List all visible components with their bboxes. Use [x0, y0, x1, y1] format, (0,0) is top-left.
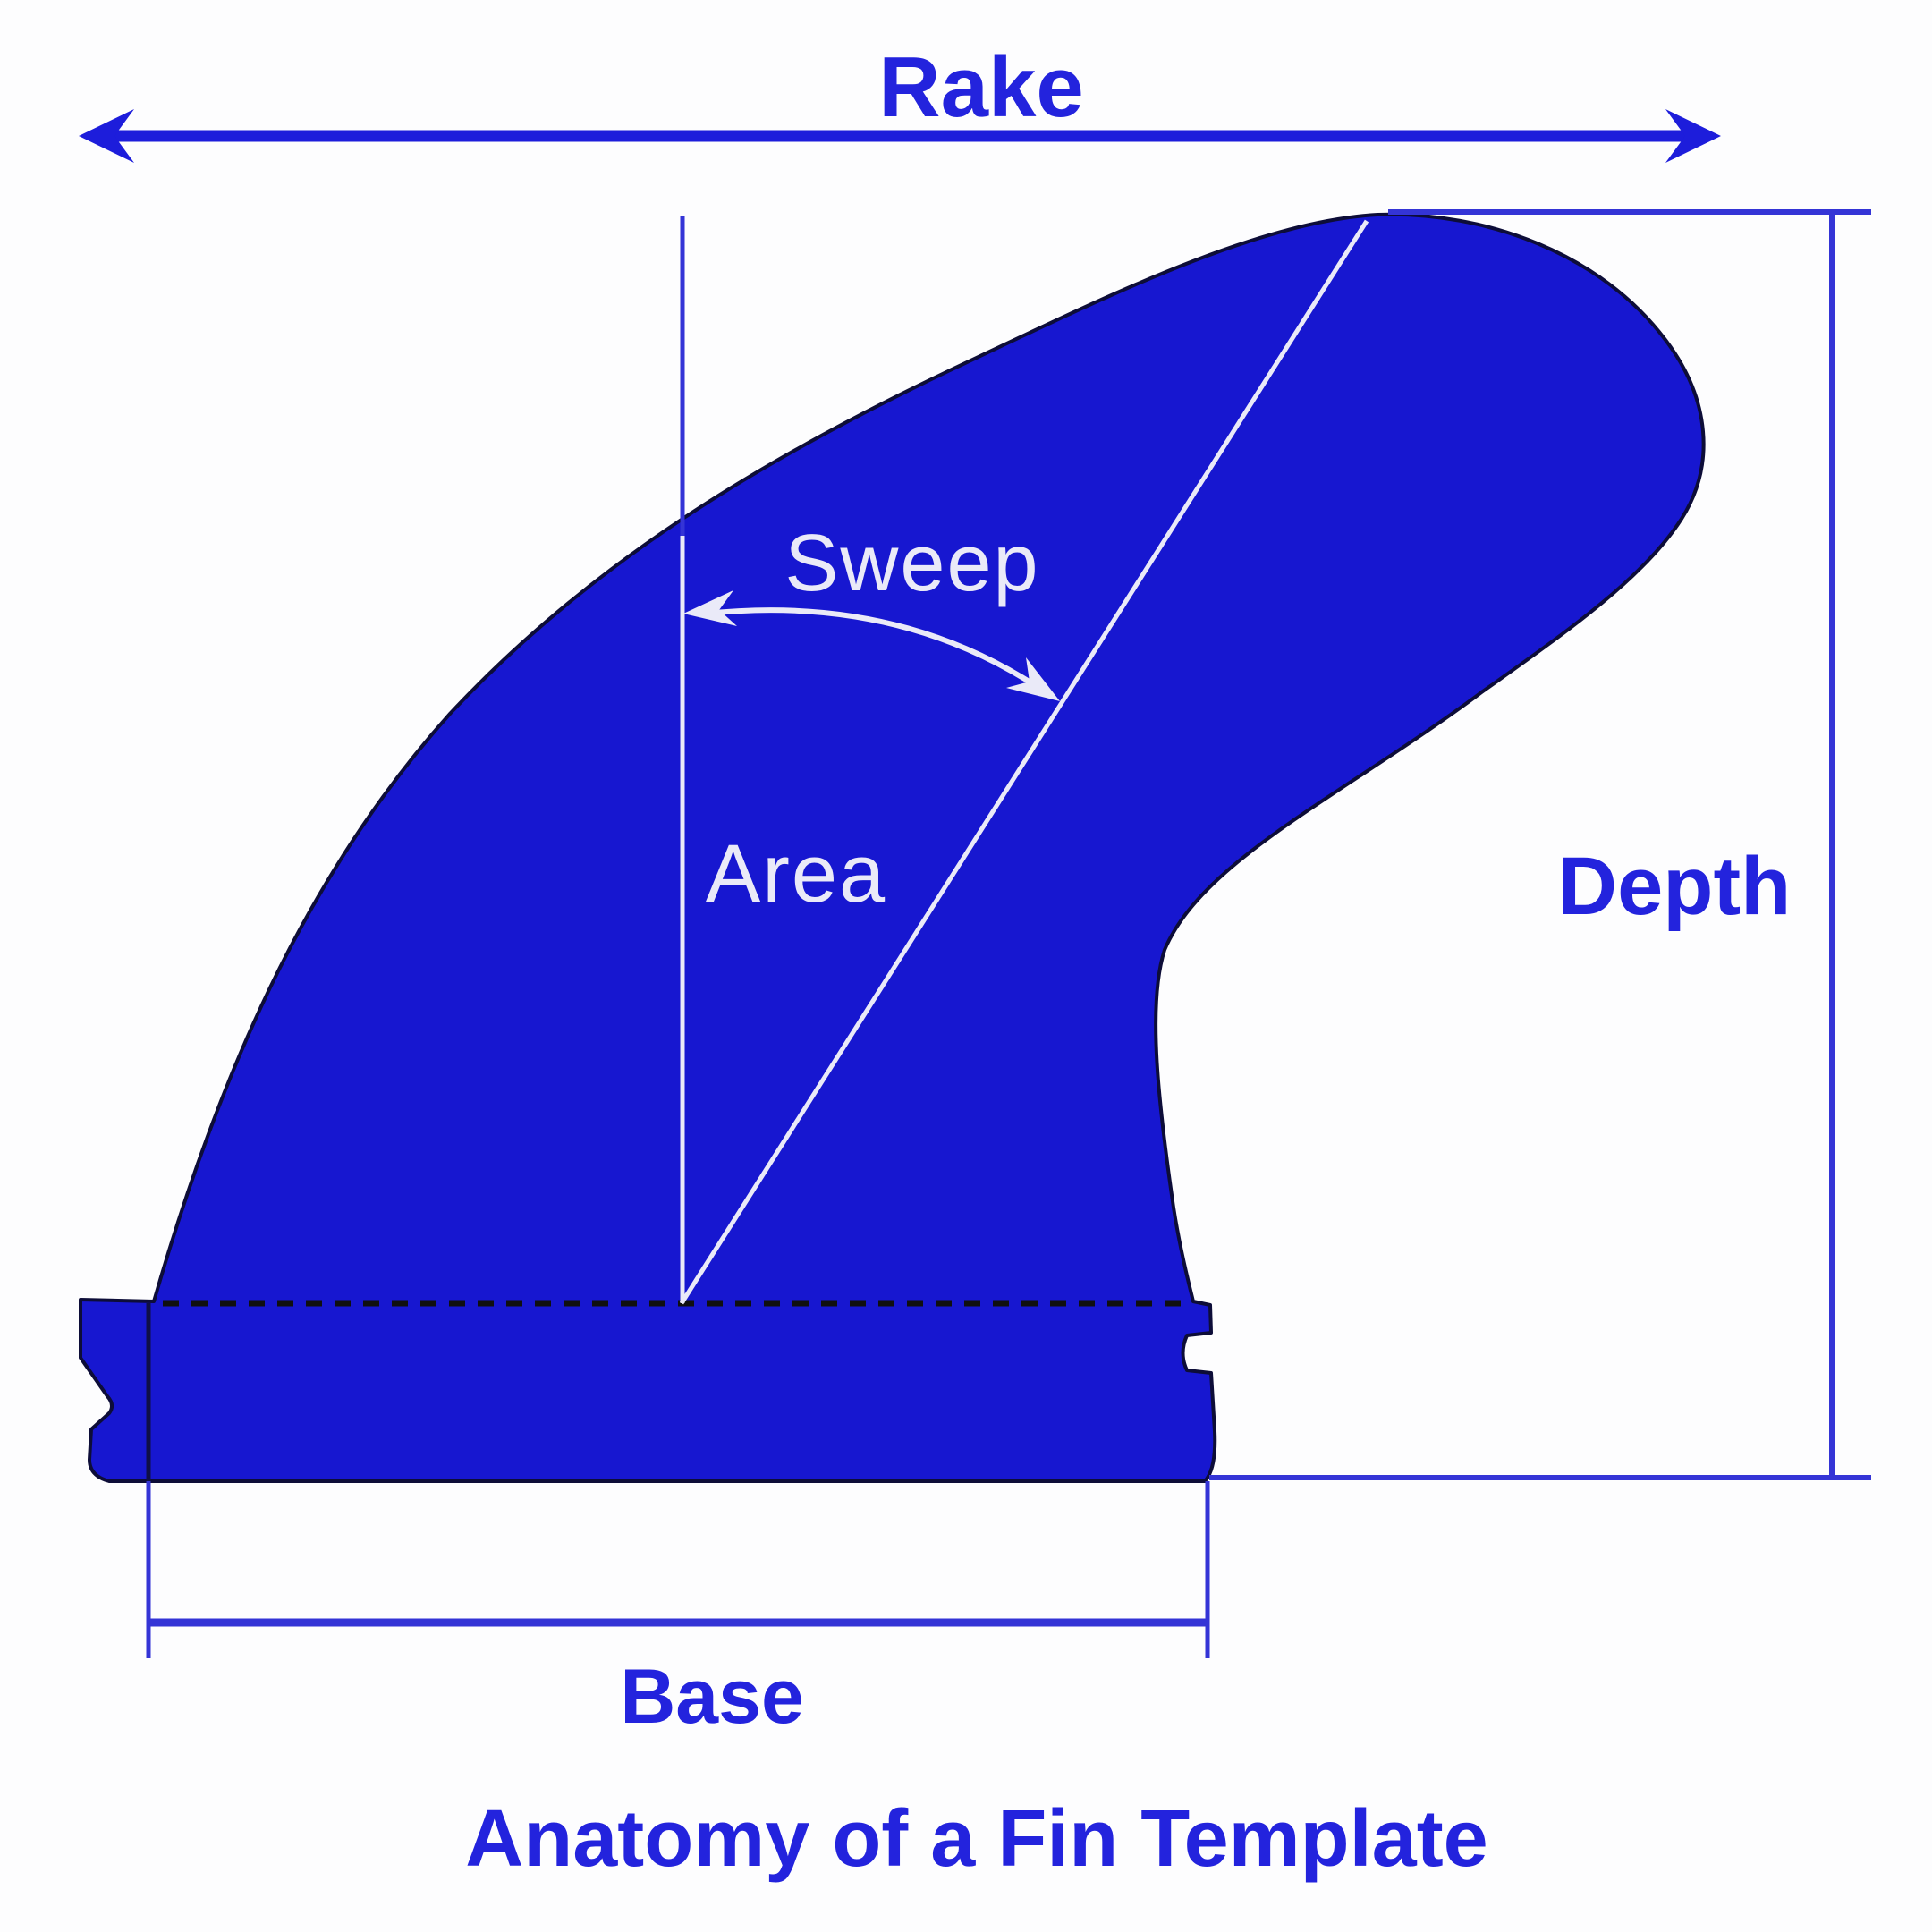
- base-label: Base: [620, 1654, 804, 1740]
- sweep-dimension: Sweep: [683, 519, 1060, 701]
- area-label: Area: [706, 828, 886, 919]
- sweep-chord-line: [679, 219, 1369, 1305]
- rake-arrow-left-icon: [79, 109, 134, 163]
- depth-label: Depth: [1558, 841, 1792, 932]
- sweep-arc: [706, 607, 1039, 690]
- page-title: Anatomy of a Fin Template: [465, 1794, 1487, 1884]
- rake-dimension: Rake: [79, 39, 1721, 163]
- fin-silhouette: [79, 212, 1706, 1483]
- sweep-arrow-left-icon: [683, 590, 737, 626]
- sweep-arrow-right-icon: [1006, 657, 1060, 701]
- sweep-label: Sweep: [784, 519, 1039, 608]
- rake-arrow-right-icon: [1665, 109, 1721, 163]
- depth-dimension: Depth: [1209, 209, 1871, 1480]
- rake-label: Rake: [878, 39, 1084, 135]
- area-dimension: Area: [680, 216, 886, 1303]
- base-dimension: Base: [146, 1303, 1210, 1740]
